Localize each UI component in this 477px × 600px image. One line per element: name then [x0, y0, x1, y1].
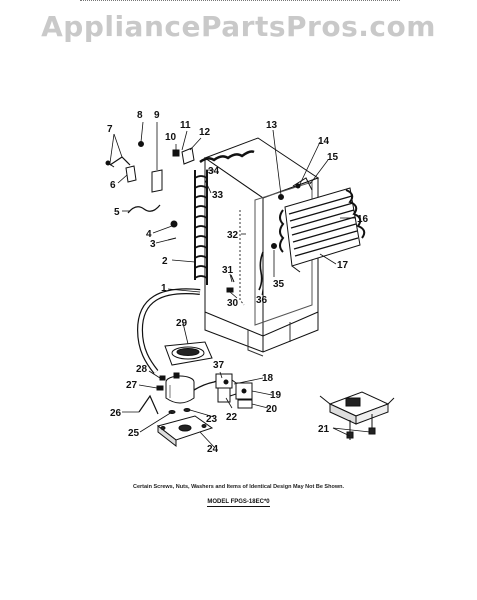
label-23: 23 [206, 414, 218, 425]
compressor [156, 372, 223, 448]
label-26: 26 [110, 408, 122, 419]
label-33: 33 [212, 190, 224, 201]
label-32: 32 [227, 230, 239, 241]
label-10: 10 [165, 132, 177, 143]
label-17: 17 [337, 260, 349, 271]
label-8: 8 [137, 110, 143, 121]
label-16: 16 [357, 214, 369, 225]
label-24: 24 [207, 444, 219, 455]
disclaimer-note: Certain Screws, Nuts, Washers and Items … [133, 484, 344, 490]
label-37: 37 [213, 360, 225, 371]
evaporator-assembly [279, 187, 366, 273]
label-35: 35 [273, 279, 285, 290]
detail-21-bracket [319, 391, 395, 440]
label-5: 5 [114, 207, 120, 218]
label-34: 34 [208, 166, 220, 177]
label-11: 11 [180, 120, 191, 131]
label-20: 20 [266, 404, 278, 415]
label-27: 27 [126, 380, 138, 391]
label-30: 30 [227, 298, 239, 309]
label-25: 25 [128, 428, 140, 439]
label-15: 15 [327, 152, 339, 163]
label-13: 13 [266, 120, 278, 131]
relay-overload [215, 373, 253, 409]
model-label: MODEL FPGS-18EC*0 [0, 499, 477, 507]
drain-hose [136, 288, 201, 374]
label-12: 12 [199, 127, 211, 138]
label-21: 21 [318, 424, 330, 435]
label-4: 4 [146, 229, 152, 240]
label-9: 9 [154, 110, 160, 121]
label-6: 6 [110, 180, 116, 191]
label-19: 19 [270, 390, 282, 401]
model-number: MODEL FPGS-18EC*0 [207, 499, 270, 507]
condenser-coil-back [194, 150, 255, 285]
label-29: 29 [176, 318, 188, 329]
label-1: 1 [161, 283, 167, 294]
label-7: 7 [107, 124, 113, 135]
label-3: 3 [150, 239, 156, 250]
header-rule [80, 0, 400, 4]
label-31: 31 [222, 265, 234, 276]
label-18: 18 [262, 373, 274, 384]
label-28: 28 [136, 364, 148, 375]
watermark-text: AppliancePartsPros.com [41, 10, 436, 43]
leader-lines [109, 121, 371, 448]
label-14: 14 [318, 136, 330, 147]
label-36: 36 [256, 295, 268, 306]
part-labels: 8 9 7 11 10 12 13 14 15 34 6 33 5 16 4 3… [107, 110, 369, 455]
label-2: 2 [162, 256, 168, 267]
drain-pan [164, 341, 213, 366]
label-22: 22 [226, 412, 238, 423]
